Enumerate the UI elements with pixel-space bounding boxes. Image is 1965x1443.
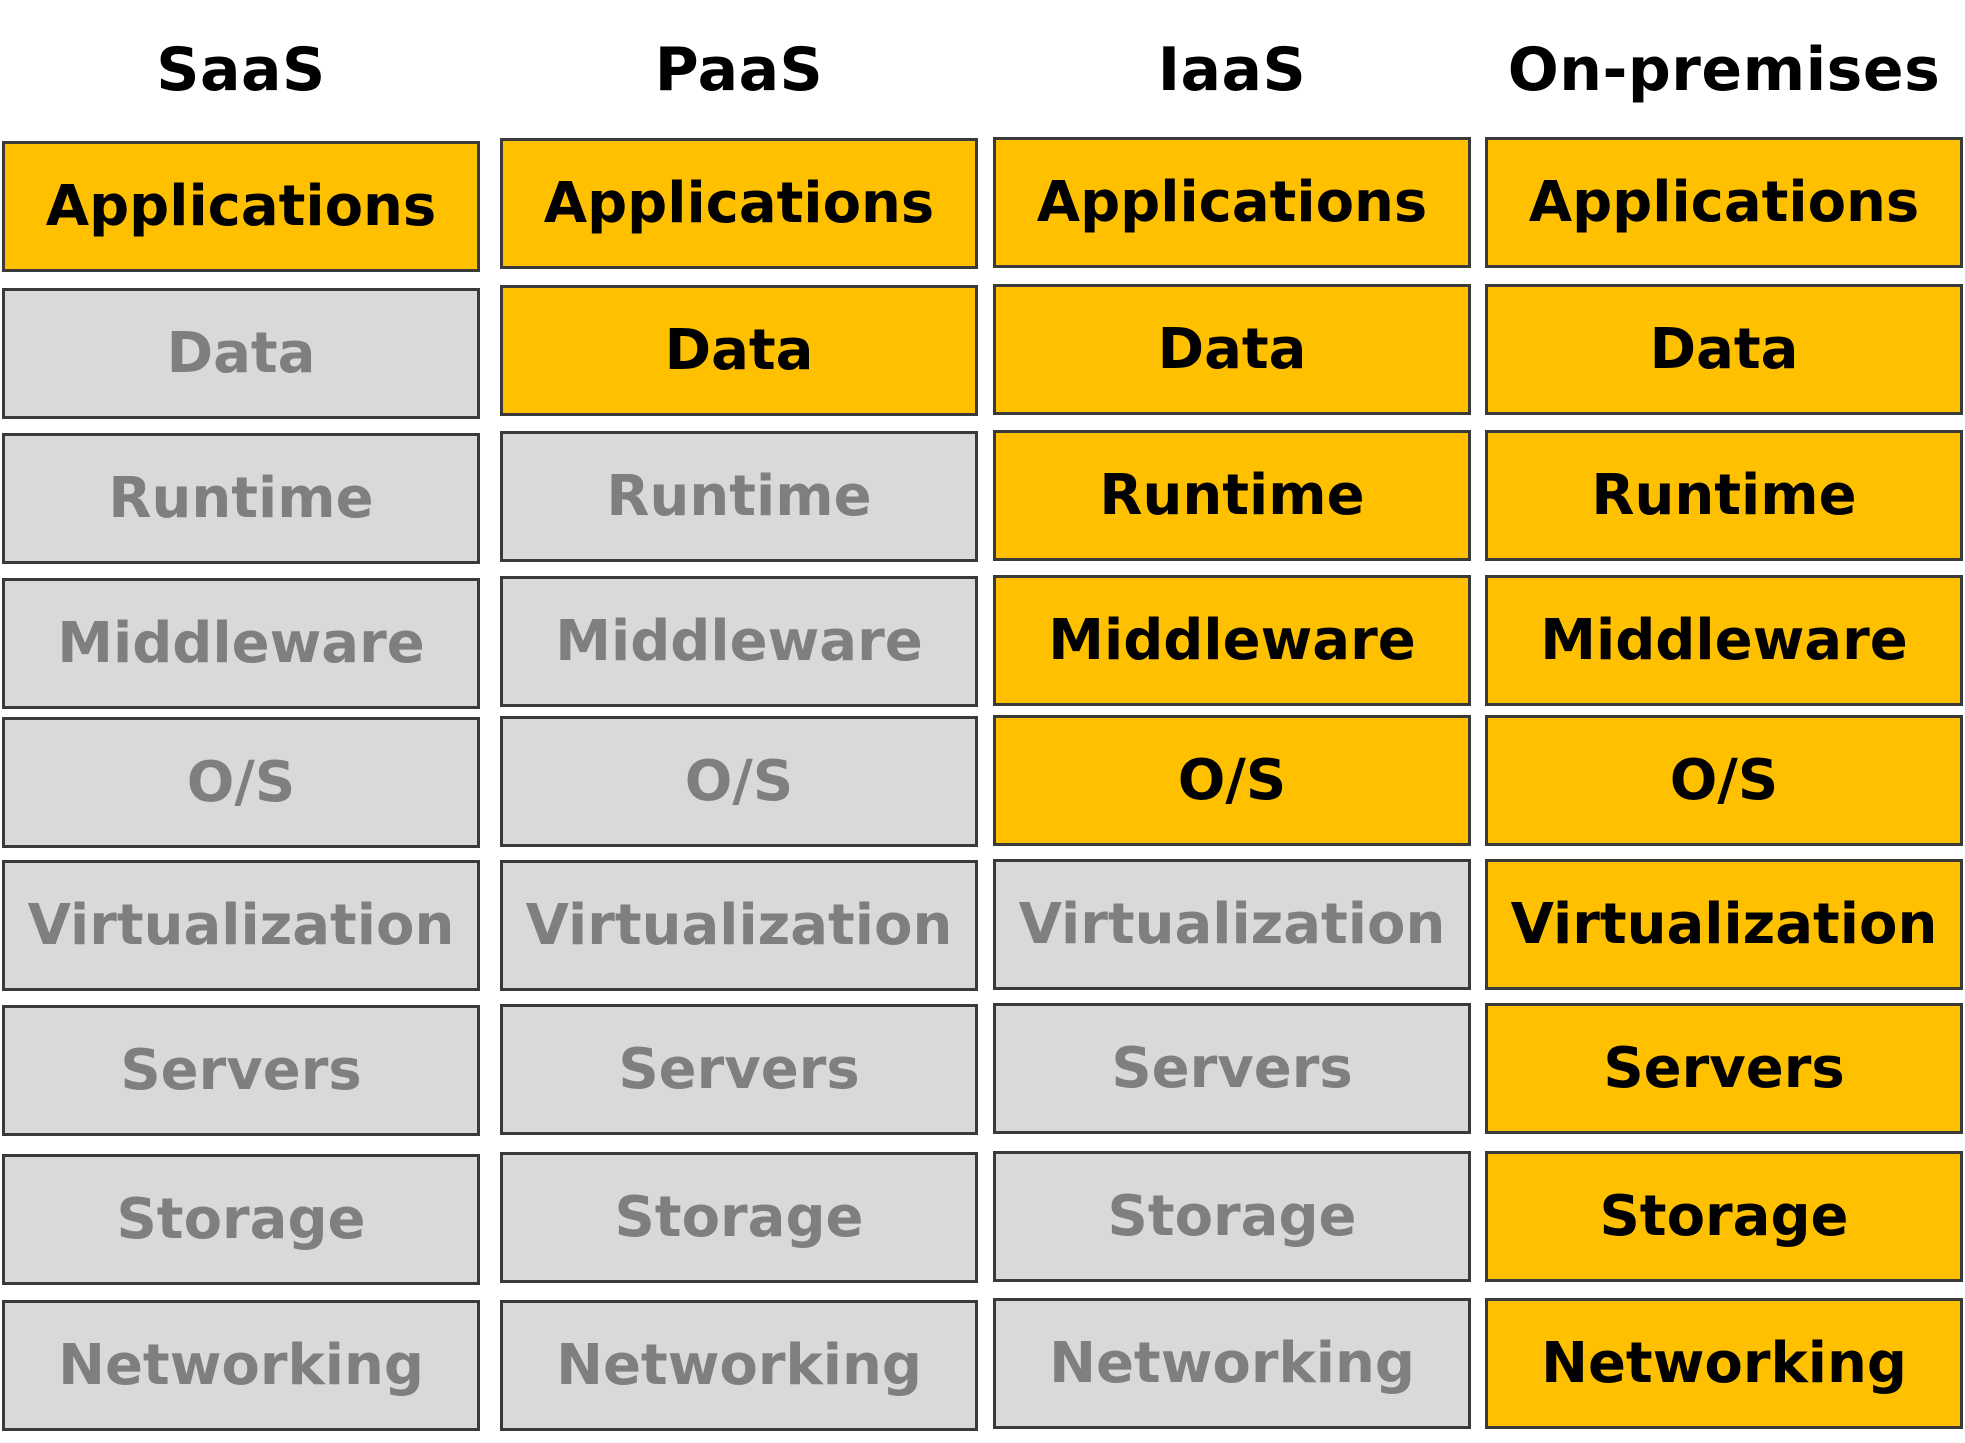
layer-data: Data bbox=[500, 285, 978, 416]
column-title: SaaS bbox=[156, 35, 326, 105]
layer-storage: Storage bbox=[500, 1152, 978, 1283]
layer-virtualization: Virtualization bbox=[500, 860, 978, 991]
layer-middleware: Middleware bbox=[500, 576, 978, 707]
layer-data: Data bbox=[2, 288, 480, 419]
layer-os: O/S bbox=[1485, 715, 1963, 846]
layer-servers: Servers bbox=[2, 1005, 480, 1136]
layer-storage: Storage bbox=[2, 1154, 480, 1285]
layer-storage: Storage bbox=[993, 1151, 1471, 1282]
layer-middleware: Middleware bbox=[2, 578, 480, 709]
column-title: IaaS bbox=[1157, 35, 1307, 105]
column-paas: PaaS Applications Data Runtime Middlewar… bbox=[500, 0, 978, 1431]
layer-os: O/S bbox=[993, 715, 1471, 846]
layer-networking: Networking bbox=[1485, 1298, 1963, 1429]
column-on-premises: On-premises Applications Data Runtime Mi… bbox=[1485, 0, 1963, 1429]
column-saas: SaaS Applications Data Runtime Middlewar… bbox=[2, 0, 480, 1431]
layer-networking: Networking bbox=[993, 1298, 1471, 1429]
column-title: PaaS bbox=[654, 35, 824, 105]
layer-servers: Servers bbox=[993, 1003, 1471, 1134]
layer-servers: Servers bbox=[500, 1004, 978, 1135]
layer-applications: Applications bbox=[2, 141, 480, 272]
layer-applications: Applications bbox=[993, 137, 1471, 268]
layer-virtualization: Virtualization bbox=[1485, 859, 1963, 990]
layer-os: O/S bbox=[500, 716, 978, 847]
layer-storage: Storage bbox=[1485, 1151, 1963, 1282]
layer-middleware: Middleware bbox=[1485, 575, 1963, 706]
column-title: On-premises bbox=[1507, 35, 1941, 105]
layer-networking: Networking bbox=[2, 1300, 480, 1431]
layer-virtualization: Virtualization bbox=[2, 860, 480, 991]
layer-runtime: Runtime bbox=[1485, 430, 1963, 561]
layer-data: Data bbox=[1485, 284, 1963, 415]
layer-runtime: Runtime bbox=[993, 430, 1471, 561]
layer-runtime: Runtime bbox=[2, 433, 480, 564]
layer-applications: Applications bbox=[1485, 137, 1963, 268]
layer-middleware: Middleware bbox=[993, 575, 1471, 706]
layer-applications: Applications bbox=[500, 138, 978, 269]
layer-runtime: Runtime bbox=[500, 431, 978, 562]
layer-data: Data bbox=[993, 284, 1471, 415]
layer-virtualization: Virtualization bbox=[993, 859, 1471, 990]
layer-networking: Networking bbox=[500, 1300, 978, 1431]
column-iaas: IaaS Applications Data Runtime Middlewar… bbox=[993, 0, 1471, 1429]
layer-servers: Servers bbox=[1485, 1003, 1963, 1134]
layer-os: O/S bbox=[2, 717, 480, 848]
